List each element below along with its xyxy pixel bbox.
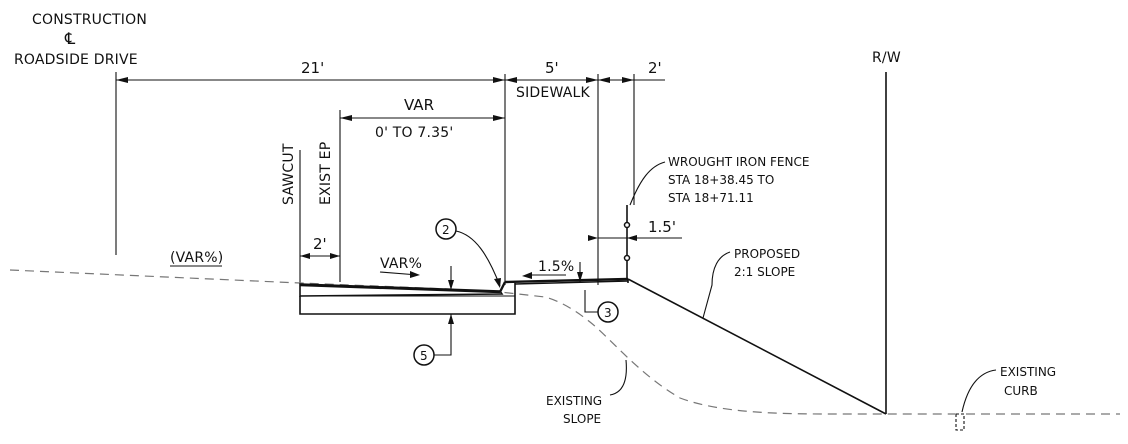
fence-post	[623, 205, 631, 279]
centerline-label-construction: CONSTRUCTION	[32, 12, 147, 28]
proposed-slope-leader	[702, 251, 731, 319]
road-slope-label: (VAR%)	[170, 250, 223, 266]
top-dimension-chain	[115, 72, 665, 285]
proposed-slope-label-line2: 2:1 SLOPE	[734, 265, 795, 279]
pavement-slope-label: VAR%	[380, 256, 422, 272]
right-of-way-label: R/W	[872, 50, 901, 66]
sidewalk-width-dimension: 5'	[545, 59, 559, 77]
fence-offset-value: 1.5'	[648, 218, 676, 236]
sidewalk-slope-label: 1.5%	[538, 259, 574, 275]
centerline-symbol: ℄	[64, 29, 76, 48]
svg-text:5: 5	[420, 349, 428, 363]
pavement-section	[299, 281, 516, 315]
var-range-label: 0' TO 7.35'	[375, 125, 453, 141]
callout-2: 2	[435, 218, 501, 288]
sidewalk	[504, 277, 629, 285]
existing-curb-label-line2: CURB	[1004, 384, 1038, 398]
exist-ep-label: EXIST EP	[318, 142, 334, 205]
fence-label-line2: STA 18+38.45 TO	[668, 173, 774, 187]
existing-curb	[955, 413, 965, 431]
existing-slope-label-line1: EXISTING	[546, 394, 602, 408]
proposed-slope-line	[627, 278, 887, 415]
var-label: VAR	[404, 96, 434, 114]
fence-offset-dimension	[588, 235, 682, 241]
existing-slope-label-line2: SLOPE	[563, 412, 601, 426]
callout-5: 5	[413, 314, 454, 366]
sawcut-offset-dimension	[300, 253, 340, 259]
sawcut-label: SAWCUT	[281, 143, 297, 205]
proposed-slope-label-line1: PROPOSED	[734, 247, 800, 261]
fence-label-line1: WROUGHT IRON FENCE	[668, 155, 809, 169]
svg-text:2: 2	[442, 223, 450, 237]
svg-text:3: 3	[604, 306, 612, 320]
existing-slope-leader	[609, 359, 627, 396]
callout-3: 3	[584, 290, 619, 323]
sawcut-offset-value: 2'	[313, 235, 327, 253]
fence-label-line3: STA 18+71.11	[668, 191, 754, 205]
buffer-width-dimension: 2'	[648, 59, 662, 77]
existing-curb-label-line1: EXISTING	[1000, 365, 1056, 379]
fence-leader	[629, 161, 666, 206]
existing-curb-leader	[961, 369, 997, 413]
sidewalk-label: SIDEWALK	[516, 85, 590, 101]
var-dimension	[339, 110, 505, 282]
road-width-dimension: 21'	[301, 59, 324, 77]
centerline-label-road: ROADSIDE DRIVE	[14, 52, 138, 68]
